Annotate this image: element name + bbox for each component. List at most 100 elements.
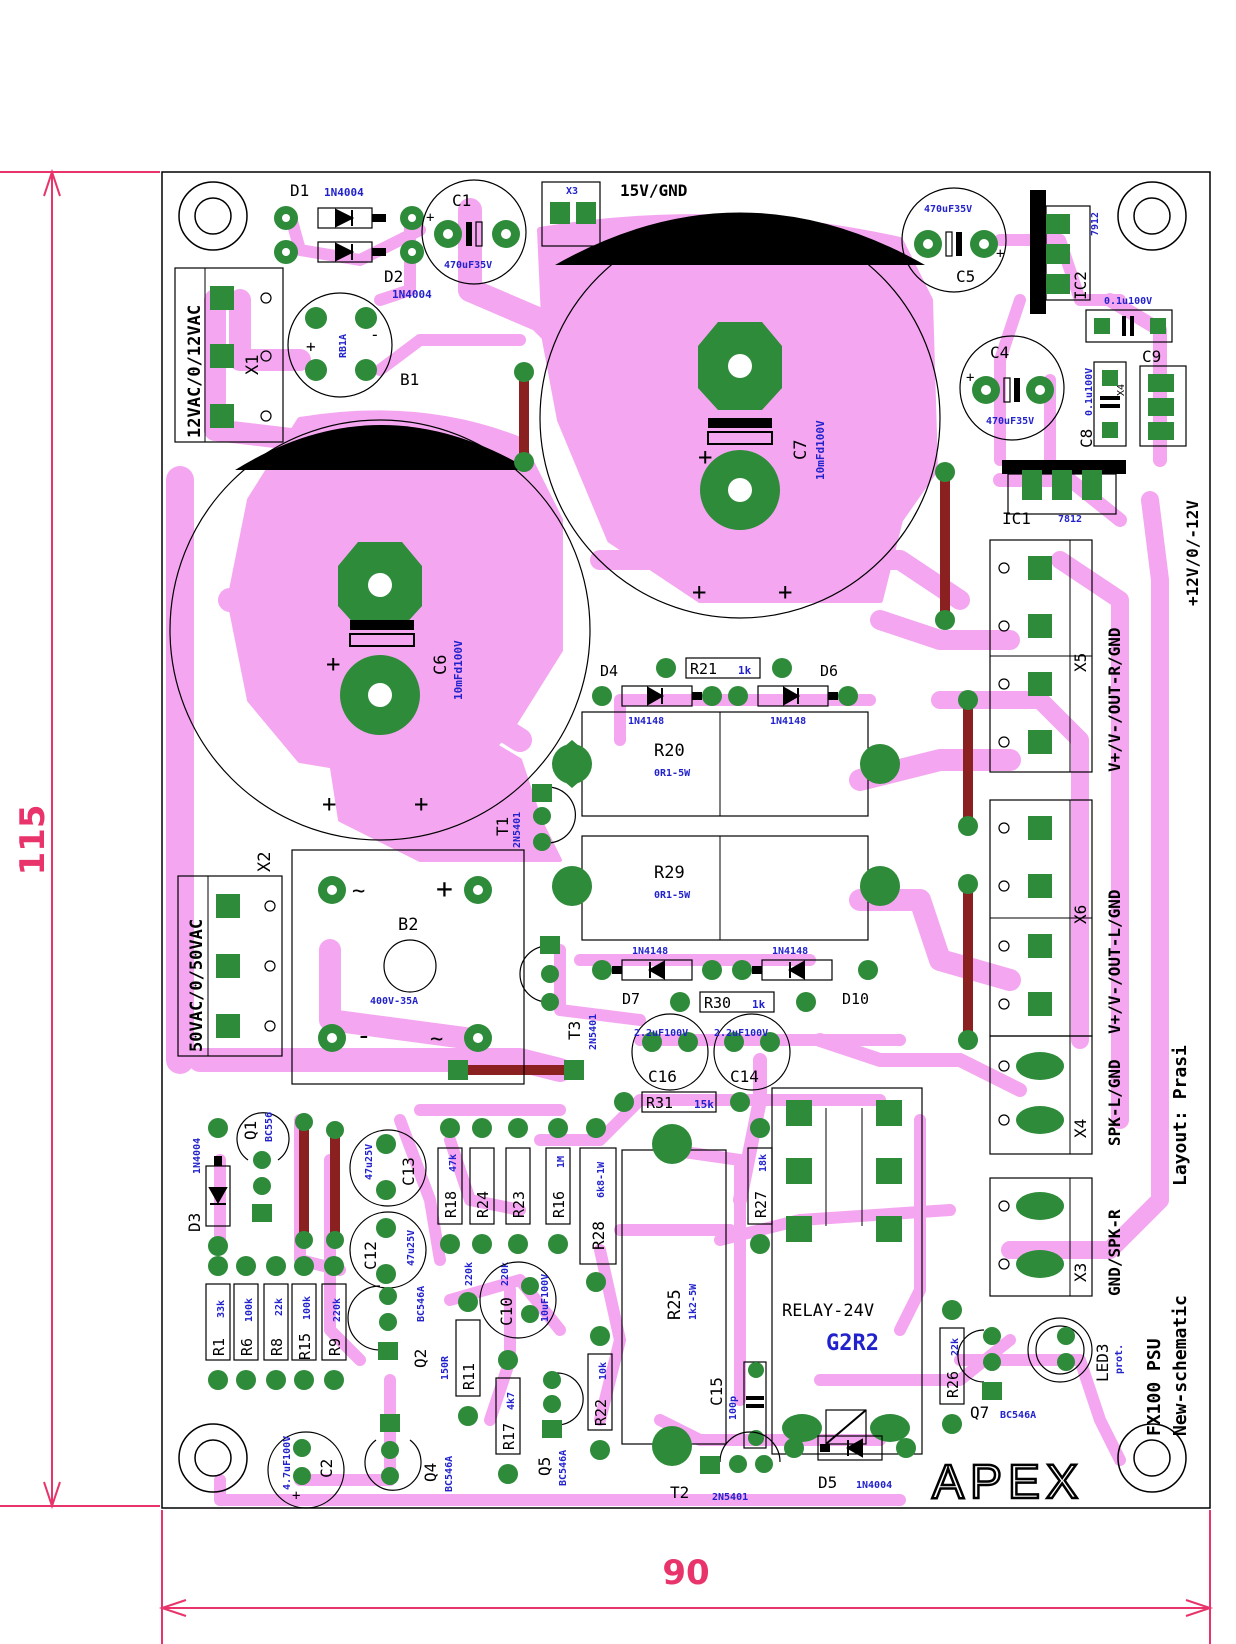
- T2-value: 2N5401: [712, 1492, 748, 1503]
- connector-X5: [989, 539, 1093, 773]
- R23-label: R23: [510, 1191, 528, 1218]
- capacitor-C13: [349, 1129, 427, 1207]
- diode-D1: [274, 206, 424, 230]
- D4-value: 1N4148: [628, 716, 664, 727]
- D5-label: D5: [818, 1473, 837, 1492]
- svg-text:+: +: [322, 790, 336, 818]
- resistor-R25: [621, 1124, 727, 1466]
- capacitor-C15: [743, 1361, 767, 1449]
- capacitor-C16: [631, 1013, 709, 1091]
- resistor-R17: [495, 1350, 521, 1484]
- R22-label: R22: [592, 1399, 610, 1426]
- R15-label: R15: [296, 1333, 314, 1360]
- R16-value: 1M: [556, 1156, 567, 1168]
- D1-value: 1N4004: [324, 186, 364, 199]
- C1-value: 470uF35V: [444, 260, 492, 271]
- IC2-value: 7912: [1090, 212, 1101, 236]
- C5-value: 470uF35V: [924, 204, 972, 215]
- D10-value: 1N4148: [772, 946, 808, 957]
- transistor-Q5: [542, 1371, 584, 1438]
- R18-value: 47k: [448, 1154, 459, 1172]
- capacitor-C5: +: [901, 187, 1007, 293]
- capacitor-C9: [1085, 309, 1173, 343]
- X2-label: X2: [255, 852, 275, 872]
- X5-label: X5: [1071, 653, 1090, 672]
- resistor-R6: [233, 1256, 259, 1390]
- regulator-IC1: [1002, 460, 1126, 515]
- diode-D7: [592, 959, 722, 981]
- capacitor-C14: [713, 1013, 791, 1091]
- C8-label: C8: [1077, 429, 1096, 448]
- R11-value: 150R: [440, 1355, 451, 1380]
- R29-value: 0R1-5W: [654, 890, 691, 901]
- R16-label: R16: [550, 1191, 568, 1218]
- Q5-value: BC546A: [558, 1450, 569, 1486]
- IC1-value: 7812: [1058, 514, 1082, 525]
- C14-label: C14: [730, 1067, 759, 1086]
- diode-D3: [205, 1156, 231, 1256]
- layout-credit: Layout: Prasi: [1170, 1045, 1191, 1186]
- transistor-T2: [700, 1431, 781, 1474]
- C10-value: 10uF100V: [540, 1274, 551, 1322]
- dimension-height: 115: [13, 805, 53, 876]
- svg-text:+: +: [326, 650, 340, 678]
- X6-desc: V+/V-/OUT-L/GND: [1105, 890, 1124, 1035]
- D7-label: D7: [622, 990, 640, 1008]
- D4-label: D4: [600, 662, 618, 680]
- X6-label: X6: [1071, 905, 1090, 924]
- C13-value: 47u25V: [364, 1144, 375, 1180]
- R26-label: R26: [944, 1371, 962, 1398]
- resistor-R26: [939, 1300, 965, 1434]
- dimension-lines: [0, 168, 1214, 1644]
- svg-text:+: +: [966, 370, 974, 386]
- D7-value: 1N4148: [632, 946, 668, 957]
- X4-rail-label: X4: [1116, 384, 1127, 396]
- R9-label: R9: [326, 1338, 344, 1356]
- R24-value: 220k: [464, 1262, 475, 1286]
- C7-value: 10mFd100V: [814, 420, 827, 480]
- transistor-T3: [519, 936, 560, 1011]
- connector-X4: [989, 1035, 1093, 1155]
- connector-X4-rail: [1139, 365, 1187, 447]
- resistor-R30: [670, 991, 816, 1013]
- R6-value: 100k: [244, 1298, 255, 1322]
- svg-text:-: -: [370, 325, 380, 344]
- T3-value: 2N5401: [588, 1014, 599, 1050]
- D1-label: D1: [290, 181, 309, 200]
- capacitor-C6: + + +: [169, 419, 591, 841]
- B2-label: B2: [398, 915, 418, 935]
- X4-label: X4: [1071, 1119, 1090, 1138]
- resistor-R9: [321, 1256, 347, 1390]
- D6-label: D6: [820, 662, 838, 680]
- C16-label: C16: [648, 1067, 677, 1086]
- svg-text:+: +: [692, 578, 706, 606]
- R29-label: R29: [654, 863, 685, 883]
- led-LED3: [1027, 1317, 1093, 1383]
- R30-value: 1k: [752, 998, 766, 1011]
- resistor-R23: [505, 1118, 531, 1254]
- connector-X2: [177, 875, 283, 1057]
- resistor-R21: [656, 657, 792, 679]
- R21-value: 1k: [738, 664, 752, 677]
- X3b-desc: GND/SPK-R: [1105, 1209, 1124, 1296]
- resistor-R11: [455, 1292, 481, 1426]
- connector-X6: [989, 799, 1093, 1037]
- C1-label: C1: [452, 191, 471, 210]
- svg-text:+: +: [698, 443, 712, 471]
- IC1-label: IC1: [1002, 509, 1031, 528]
- C12-value: 47u25V: [406, 1230, 417, 1266]
- C9-label: C9: [1142, 347, 1161, 366]
- resistor-R8: [263, 1256, 289, 1390]
- C4-label: C4: [990, 343, 1009, 362]
- R23-value: 220k: [500, 1262, 511, 1286]
- resistor-R27: [747, 1118, 773, 1254]
- LED3-label: LED3: [1093, 1343, 1112, 1382]
- R11-label: R11: [460, 1363, 478, 1390]
- svg-text:+: +: [306, 337, 316, 356]
- R6-label: R6: [238, 1338, 256, 1356]
- transistor-Q1: [208, 1112, 290, 1222]
- connector-X3-top: [541, 181, 601, 247]
- R28-value: 6k8-1W: [596, 1161, 607, 1198]
- R20-value: 0R1-5W: [654, 768, 691, 779]
